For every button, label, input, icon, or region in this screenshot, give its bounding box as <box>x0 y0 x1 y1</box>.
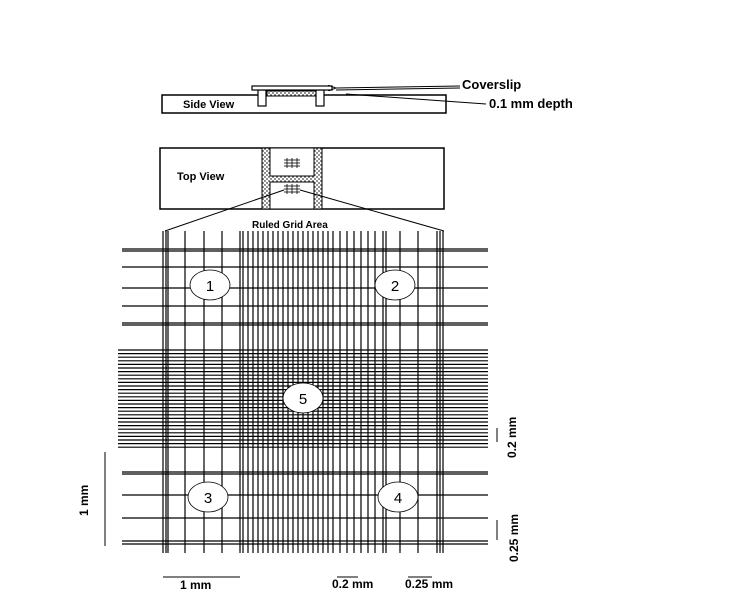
dimension-1mm-vertical: 1 mm <box>77 452 106 546</box>
square-label-3: 3 <box>187 481 229 513</box>
square-label-5: 5 <box>282 382 324 414</box>
square-label-1: 1 <box>189 269 231 301</box>
dimension-02mm-horizontal: 0.2 mm <box>332 576 373 591</box>
square-1-number: 1 <box>206 278 214 295</box>
side-view-post-left <box>257 89 267 107</box>
dimension-02mm-horizontal-label: 0.2 mm <box>332 577 373 591</box>
projection-line-left <box>164 189 285 232</box>
square-3-number: 3 <box>204 490 212 507</box>
dimension-025mm-vertical-label: 0.25 mm <box>507 514 521 562</box>
side-view-label: Side View <box>183 99 235 111</box>
side-view-coverslip <box>251 85 333 91</box>
top-view: Top View Ruled Grid Area <box>159 147 445 232</box>
dimension-02mm-vertical-label: 0.2 mm <box>505 417 519 458</box>
side-view: Side View Coverslip 0.1 mm depth <box>161 77 573 114</box>
coverslip-pointer-2 <box>335 87 461 91</box>
dimension-1mm-horizontal-label: 1 mm <box>180 578 211 592</box>
coverslip-pointer <box>336 86 461 88</box>
dimension-02mm-vertical: 0.2 mm <box>496 417 519 458</box>
side-view-post-right <box>315 89 325 107</box>
top-view-label: Top View <box>177 171 225 183</box>
dimension-1mm-vertical-label: 1 mm <box>77 485 91 516</box>
dimension-1mm-horizontal: 1 mm <box>163 576 240 592</box>
square-label-4: 4 <box>377 481 419 513</box>
dimension-025mm-horizontal: 0.25 mm <box>405 576 453 591</box>
square-4-number: 4 <box>394 490 402 507</box>
dimension-025mm-horizontal-label: 0.25 mm <box>405 577 453 591</box>
projection-line-right <box>299 189 445 232</box>
square-label-2: 2 <box>374 269 416 301</box>
coverslip-label: Coverslip <box>462 77 521 92</box>
square-2-number: 2 <box>391 278 399 295</box>
side-view-chamber <box>266 90 323 97</box>
depth-pointer <box>345 93 487 105</box>
depth-label: 0.1 mm depth <box>489 96 573 111</box>
ruled-grid-area-label: Ruled Grid Area <box>252 220 328 231</box>
top-view-grid-mark-lower <box>284 184 300 194</box>
top-view-grid-mark-upper <box>284 158 300 168</box>
square-5-number: 5 <box>299 391 307 408</box>
dimension-025mm-vertical: 0.25 mm <box>496 514 521 562</box>
top-view-platform-upper <box>269 147 315 177</box>
